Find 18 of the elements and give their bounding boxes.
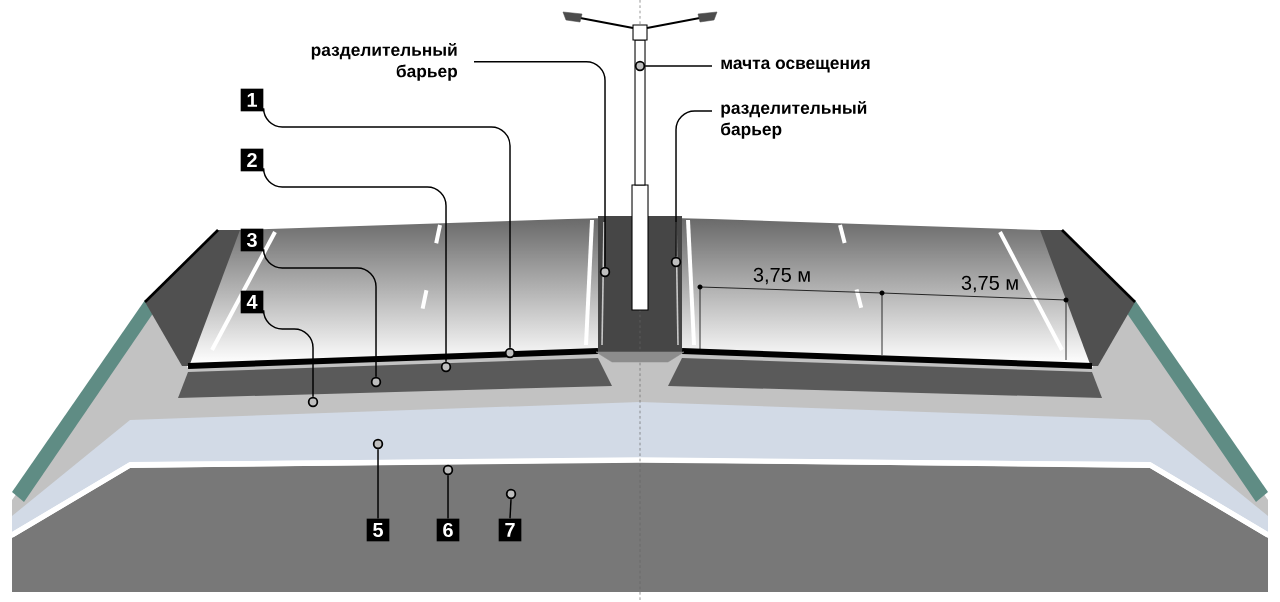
leader-line — [644, 65, 713, 67]
callout-label: мачта освещения — [721, 59, 870, 73]
callout-number: 3 — [240, 228, 264, 252]
dimension-label: 3,75 м — [961, 275, 1018, 293]
leader-line — [262, 309, 314, 398]
dimension-label: 3,75 м — [753, 267, 810, 285]
leader-line — [675, 110, 713, 258]
callout-number: 2 — [240, 148, 264, 172]
leader-line — [262, 167, 447, 363]
leader-line — [262, 248, 377, 378]
callout-label: разделительный барьер — [311, 42, 458, 81]
callout-number: 1 — [240, 88, 264, 112]
leader-line — [509, 498, 512, 520]
leader-line — [262, 107, 511, 349]
leader-line — [377, 448, 379, 520]
leader-line — [447, 474, 449, 520]
leader-line — [473, 61, 606, 268]
callout-label: разделительный барьер — [721, 100, 867, 139]
